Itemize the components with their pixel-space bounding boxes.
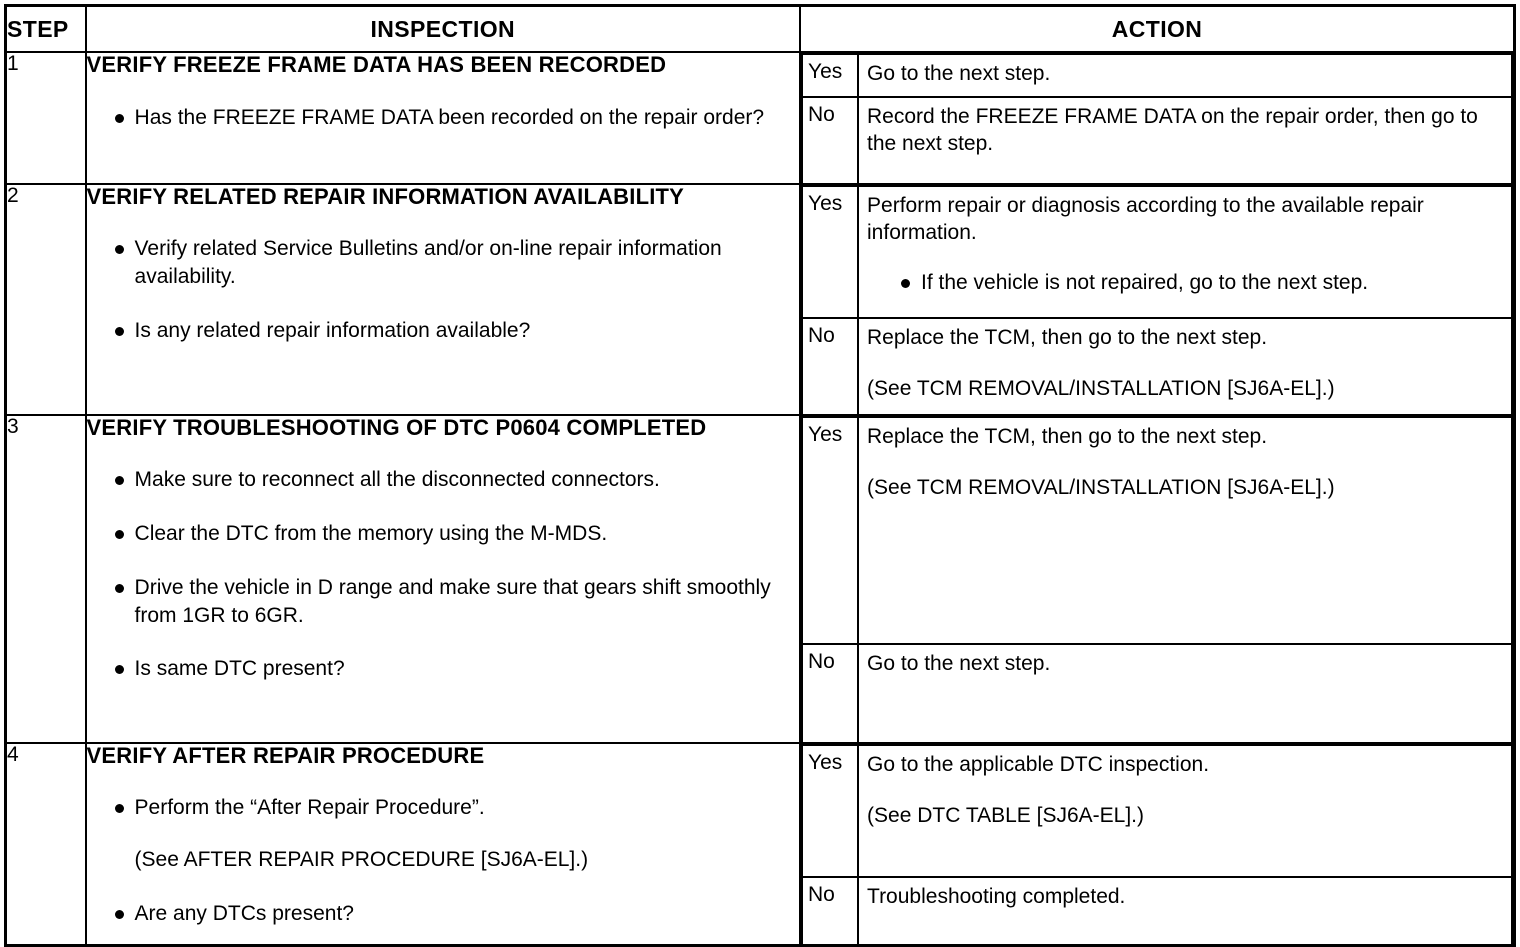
list-item: Drive the vehicle in D range and make su… bbox=[87, 574, 799, 629]
action-text: Replace the TCM, then go to the next ste… bbox=[859, 418, 1511, 510]
dtc-troubleshooting-table: STEP INSPECTION ACTION 1 VERIFY FREEZE F… bbox=[4, 4, 1516, 947]
table-row: 3 VERIFY TROUBLESHOOTING OF DTC P0604 CO… bbox=[4, 413, 1516, 744]
table-row: 2 VERIFY RELATED REPAIR INFORMATION AVAI… bbox=[4, 182, 1516, 416]
list-item: Perform the “After Repair Procedure”. (S… bbox=[87, 794, 799, 873]
action-text: Go to the next step. bbox=[867, 62, 1051, 85]
inspection-bullet-list: Make sure to reconnect all the disconnec… bbox=[87, 466, 799, 683]
step-number: 4 bbox=[4, 741, 87, 947]
list-item-reference: (See AFTER REPAIR PROCEDURE [SJ6A-EL].) bbox=[134, 848, 589, 872]
action-cell: Yes Go to the next step. No bbox=[799, 51, 1516, 185]
action-subrow-no: No Go to the next step. bbox=[801, 642, 1513, 742]
action-subrow-no: No Record the FREEZE FRAME DATA on the r… bbox=[801, 95, 1513, 183]
action-subrow-yes: Yes Go to the next step. bbox=[801, 53, 1513, 98]
column-header-inspection: INSPECTION bbox=[84, 4, 802, 53]
result-label-yes: Yes bbox=[808, 191, 843, 215]
inspection-bullet-list: Verify related Service Bulletins and/or … bbox=[87, 235, 799, 344]
result-label-no: No bbox=[808, 882, 835, 906]
action-text: Go to the applicable DTC inspection. (Se… bbox=[859, 746, 1511, 838]
list-item: Is same DTC present? bbox=[87, 655, 799, 683]
result-label-yes: Yes bbox=[808, 750, 843, 774]
action-text: Troubleshooting completed. bbox=[867, 884, 1126, 908]
inspection-cell: VERIFY RELATED REPAIR INFORMATION AVAILA… bbox=[84, 182, 802, 416]
table-header-row: STEP INSPECTION ACTION bbox=[4, 4, 1516, 53]
list-item: Are any DTCs present? bbox=[87, 900, 799, 928]
diagnostic-table-page: STEP INSPECTION ACTION 1 VERIFY FREEZE F… bbox=[0, 4, 1520, 947]
action-text: Go to the next step. bbox=[867, 651, 1051, 675]
list-item-text: Perform the “After Repair Procedure”. bbox=[134, 796, 485, 820]
action-text: Record the FREEZE FRAME DATA on the repa… bbox=[867, 104, 1478, 156]
inspection-title: VERIFY AFTER REPAIR PROCEDURE bbox=[86, 742, 485, 768]
action-subrow-no: No Troubleshooting completed. bbox=[801, 875, 1513, 944]
action-subrow-no: No Replace the TCM, then go to the next … bbox=[801, 316, 1513, 414]
action-text: Replace the TCM, then go to the next ste… bbox=[859, 319, 1511, 411]
action-subrow-yes: Yes Perform repair or diagnosis accordin… bbox=[801, 184, 1513, 319]
list-item: Verify related Service Bulletins and/or … bbox=[87, 235, 799, 290]
inspection-bullet-list: Perform the “After Repair Procedure”. (S… bbox=[87, 794, 799, 927]
column-header-action: ACTION bbox=[799, 4, 1516, 53]
step-number: 2 bbox=[4, 182, 87, 416]
action-subrow-yes: Yes Replace the TCM, then go to the next… bbox=[801, 415, 1513, 645]
action-subtable: Yes Perform repair or diagnosis accordin… bbox=[801, 184, 1513, 414]
action-cell: Yes Replace the TCM, then go to the next… bbox=[799, 413, 1516, 744]
inspection-title: VERIFY RELATED REPAIR INFORMATION AVAILA… bbox=[86, 183, 685, 209]
inspection-cell: VERIFY AFTER REPAIR PROCEDURE Perform th… bbox=[84, 741, 802, 947]
inspection-cell: VERIFY TROUBLESHOOTING OF DTC P0604 COMP… bbox=[84, 413, 802, 744]
action-cell: Yes Perform repair or diagnosis accordin… bbox=[799, 182, 1516, 416]
action-bullet-list: If the vehicle is not repaired, go to th… bbox=[867, 269, 1503, 297]
step-number: 1 bbox=[4, 51, 87, 185]
action-reference: (See DTC TABLE [SJ6A-EL].) bbox=[867, 804, 1144, 828]
column-header-step: STEP bbox=[4, 4, 87, 53]
inspection-title: VERIFY TROUBLESHOOTING OF DTC P0604 COMP… bbox=[86, 414, 707, 440]
inspection-bullet-list: Has the FREEZE FRAME DATA been recorded … bbox=[87, 104, 799, 132]
result-label-yes: Yes bbox=[808, 422, 843, 446]
result-label-no: No bbox=[808, 323, 835, 347]
result-label-yes: Yes bbox=[808, 60, 843, 83]
list-item: If the vehicle is not repaired, go to th… bbox=[867, 269, 1503, 297]
action-subtable: Yes Go to the next step. No bbox=[801, 53, 1513, 183]
table-row: 1 VERIFY FREEZE FRAME DATA HAS BEEN RECO… bbox=[4, 51, 1516, 185]
list-item: Has the FREEZE FRAME DATA been recorded … bbox=[87, 104, 799, 132]
inspection-title: VERIFY FREEZE FRAME DATA HAS BEEN RECORD… bbox=[86, 52, 667, 77]
list-item: Clear the DTC from the memory using the … bbox=[87, 520, 799, 548]
result-label-no: No bbox=[808, 649, 835, 673]
action-reference: (See TCM REMOVAL/INSTALLATION [SJ6A-EL].… bbox=[867, 377, 1335, 401]
step-number: 3 bbox=[4, 413, 87, 744]
action-text: Perform repair or diagnosis according to… bbox=[859, 187, 1511, 305]
list-item: Is any related repair information availa… bbox=[87, 317, 799, 345]
table-row: 4 VERIFY AFTER REPAIR PROCEDURE Perform … bbox=[4, 741, 1516, 947]
action-cell: Yes Go to the applicable DTC inspection.… bbox=[799, 741, 1516, 947]
action-subtable: Yes Go to the applicable DTC inspection.… bbox=[801, 743, 1513, 944]
result-label-no: No bbox=[808, 102, 835, 126]
action-subrow-yes: Yes Go to the applicable DTC inspection.… bbox=[801, 743, 1513, 878]
action-reference: (See TCM REMOVAL/INSTALLATION [SJ6A-EL].… bbox=[867, 476, 1335, 500]
action-subtable: Yes Replace the TCM, then go to the next… bbox=[801, 415, 1513, 742]
list-item: Make sure to reconnect all the disconnec… bbox=[87, 466, 799, 494]
inspection-cell: VERIFY FREEZE FRAME DATA HAS BEEN RECORD… bbox=[84, 51, 802, 185]
